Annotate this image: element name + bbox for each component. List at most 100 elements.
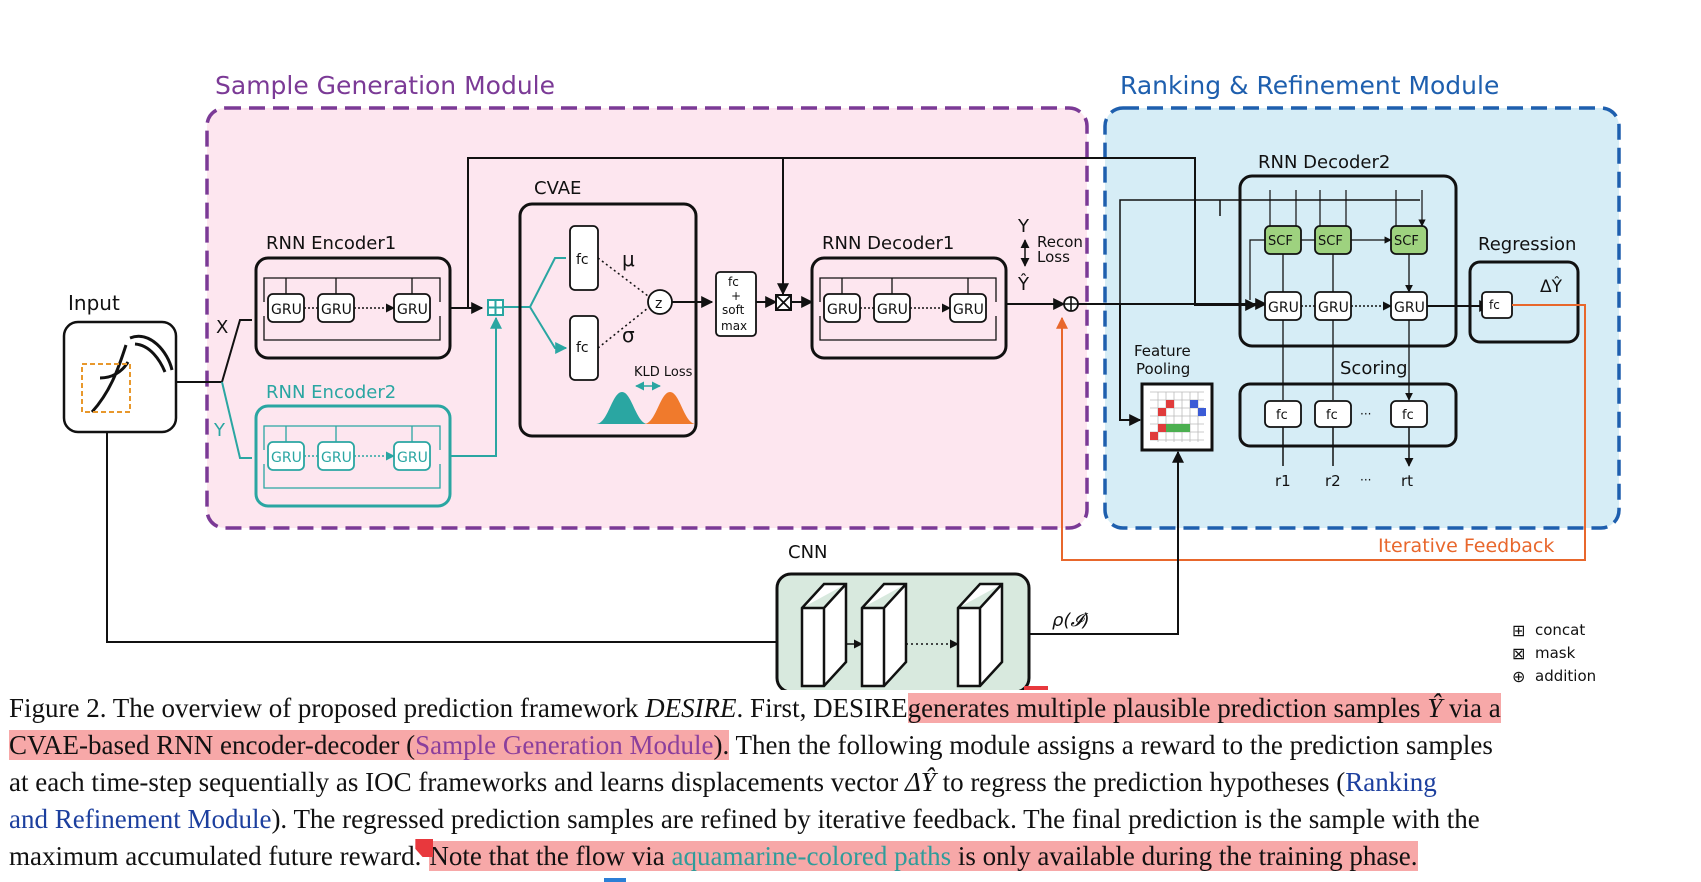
svg-text:z: z (655, 296, 662, 312)
reward-dots: ··· (1360, 473, 1371, 487)
caption-link-ranking-1[interactable]: Ranking (1345, 767, 1437, 797)
svg-text:GRU: GRU (321, 450, 352, 466)
rnn-decoder1-box (810, 256, 1008, 360)
delta-y-hat-label: ΔŶ (1540, 275, 1563, 297)
rnn-decoder2-box (1238, 174, 1458, 348)
svg-text:fc: fc (1402, 408, 1414, 423)
svg-text:soft: soft (722, 303, 745, 317)
caption-highlight-1: generates multiple plausible prediction … (907, 693, 1501, 723)
svg-text:GRU: GRU (1318, 300, 1349, 316)
mask-node (775, 294, 792, 311)
svg-text:fc: fc (576, 252, 589, 268)
recon-loss-label-1: Recon (1037, 233, 1083, 251)
recon-yhat-label: Ŷ (1017, 273, 1030, 295)
annotation-note-icon[interactable] (415, 839, 434, 857)
concat-node (487, 299, 504, 316)
fc-softmax-box (715, 271, 757, 337)
legend: ⊞ concat ⊠ mask ⊕ addition (1512, 621, 1596, 686)
rnn-decoder2-label: RNN Decoder2 (1258, 152, 1390, 173)
svg-text:max: max (721, 319, 747, 333)
sample-generation-module-box (205, 106, 1089, 530)
svg-text:SCF: SCF (1394, 234, 1419, 249)
reward-r2: r2 (1325, 472, 1341, 490)
svg-text:fc: fc (728, 275, 739, 289)
svg-text:fc: fc (576, 340, 589, 356)
iterative-feedback-label: Iterative Feedback (1378, 535, 1554, 557)
rnn-encoder2-label: RNN Encoder2 (266, 382, 396, 403)
caption-link-sample-generation[interactable]: Sample Generation Module (415, 730, 714, 760)
cnn-layers (800, 582, 1004, 688)
svg-text:+: + (731, 289, 741, 303)
input-crop-box (81, 363, 131, 413)
cvae-box (518, 202, 698, 438)
annotation-marker-cnn (1024, 686, 1048, 690)
kld-loss-label: KLD Loss (634, 365, 693, 380)
svg-text:fc: fc (1326, 408, 1338, 423)
svg-text:GRU: GRU (271, 302, 302, 318)
regression-label: Regression (1478, 234, 1576, 255)
feature-pooling-label-1: Feature (1134, 342, 1191, 360)
legend-concat: concat (1535, 621, 1585, 639)
rnn-encoder1-label: RNN Encoder1 (266, 233, 396, 254)
feature-pooling-cells (1150, 391, 1206, 442)
svg-text:fc: fc (1489, 298, 1500, 312)
kld-gaussian-orange (644, 392, 696, 424)
y-input-label: Y (213, 420, 226, 441)
input-label: Input (68, 291, 120, 315)
caption-link-ranking-2[interactable]: and Refinement Module (9, 804, 272, 834)
reward-r1: r1 (1275, 472, 1291, 490)
svg-text:fc: fc (1276, 408, 1288, 423)
svg-text:GRU: GRU (397, 450, 428, 466)
rnn-encoder1-grus: GRU GRU GRU (263, 277, 441, 341)
svg-text:SCF: SCF (1318, 234, 1343, 249)
svg-text:GRU: GRU (953, 302, 984, 318)
rho-label: ρ(𝓘) (1052, 610, 1090, 631)
caption-line-3: at each time-step sequentially as IOC fr… (9, 767, 1437, 797)
reward-rt: rt (1401, 472, 1413, 490)
sigma-label: σ (622, 323, 635, 347)
recon-loss-label-2: Loss (1037, 248, 1070, 266)
scoring-fc-cells: fc fc ··· fc (1264, 400, 1428, 428)
feature-pooling-label-2: Pooling (1136, 360, 1190, 378)
x-input-label: X (216, 317, 228, 338)
desire-framework-diagram: Sample Generation Module Ranking & Refin… (62, 71, 1621, 690)
svg-text:SCF: SCF (1268, 234, 1293, 249)
ranking-refinement-module-box (1103, 106, 1621, 530)
legend-mask: mask (1535, 644, 1576, 662)
svg-text:GRU: GRU (877, 302, 908, 318)
legend-addition-symbol: ⊕ (1512, 667, 1525, 686)
input-trajectory (90, 334, 174, 414)
sample-generation-title: Sample Generation Module (215, 71, 555, 100)
svg-text:GRU: GRU (1268, 300, 1299, 316)
svg-text:GRU: GRU (271, 450, 302, 466)
legend-concat-symbol: ⊞ (1512, 621, 1525, 640)
addition-node (1063, 296, 1079, 312)
svg-text:GRU: GRU (321, 302, 352, 318)
rnn-encoder2-grus: GRU GRU GRU (263, 425, 441, 489)
rnn-decoder1-label: RNN Decoder1 (822, 233, 954, 254)
kld-gaussian-aqua (596, 392, 648, 424)
caption-highlight-2: CVAE-based RNN encoder-decoder (Sample G… (9, 730, 730, 760)
svg-text:GRU: GRU (1394, 300, 1425, 316)
legend-addition: addition (1535, 667, 1596, 685)
ranking-refinement-title: Ranking & Refinement Module (1120, 71, 1499, 100)
rnn-decoder2-gru-cells: GRU GRU GRU (1249, 190, 1427, 321)
figure-caption: Figure 2. The overview of proposed predi… (9, 690, 1697, 875)
caption-line-1: Figure 2. The overview of proposed predi… (9, 693, 1501, 723)
caption-link-aquamarine[interactable]: aquamarine-colored paths (671, 841, 952, 871)
caption-highlight-3: Note that the flow via aquamarine-colore… (429, 841, 1418, 871)
svg-text:GRU: GRU (827, 302, 858, 318)
recon-y-label: Y (1017, 216, 1030, 237)
cnn-label: CNN (788, 542, 828, 563)
svg-text:GRU: GRU (397, 302, 428, 318)
caption-line-5: maximum accumulated future reward.Note t… (9, 839, 1418, 871)
scoring-label: Scoring (1340, 358, 1408, 379)
rnn-decoder2-scf-cells: SCF SCF SCF (1264, 225, 1428, 255)
mu-label: μ (622, 247, 635, 271)
scoring-box (1238, 382, 1458, 448)
input-image (62, 320, 178, 434)
annotation-marker-blue[interactable] (604, 878, 626, 882)
caption-line-4: and Refinement Module). The regressed pr… (9, 804, 1480, 834)
legend-mask-symbol: ⊠ (1512, 644, 1525, 663)
cvae-label: CVAE (534, 178, 581, 199)
